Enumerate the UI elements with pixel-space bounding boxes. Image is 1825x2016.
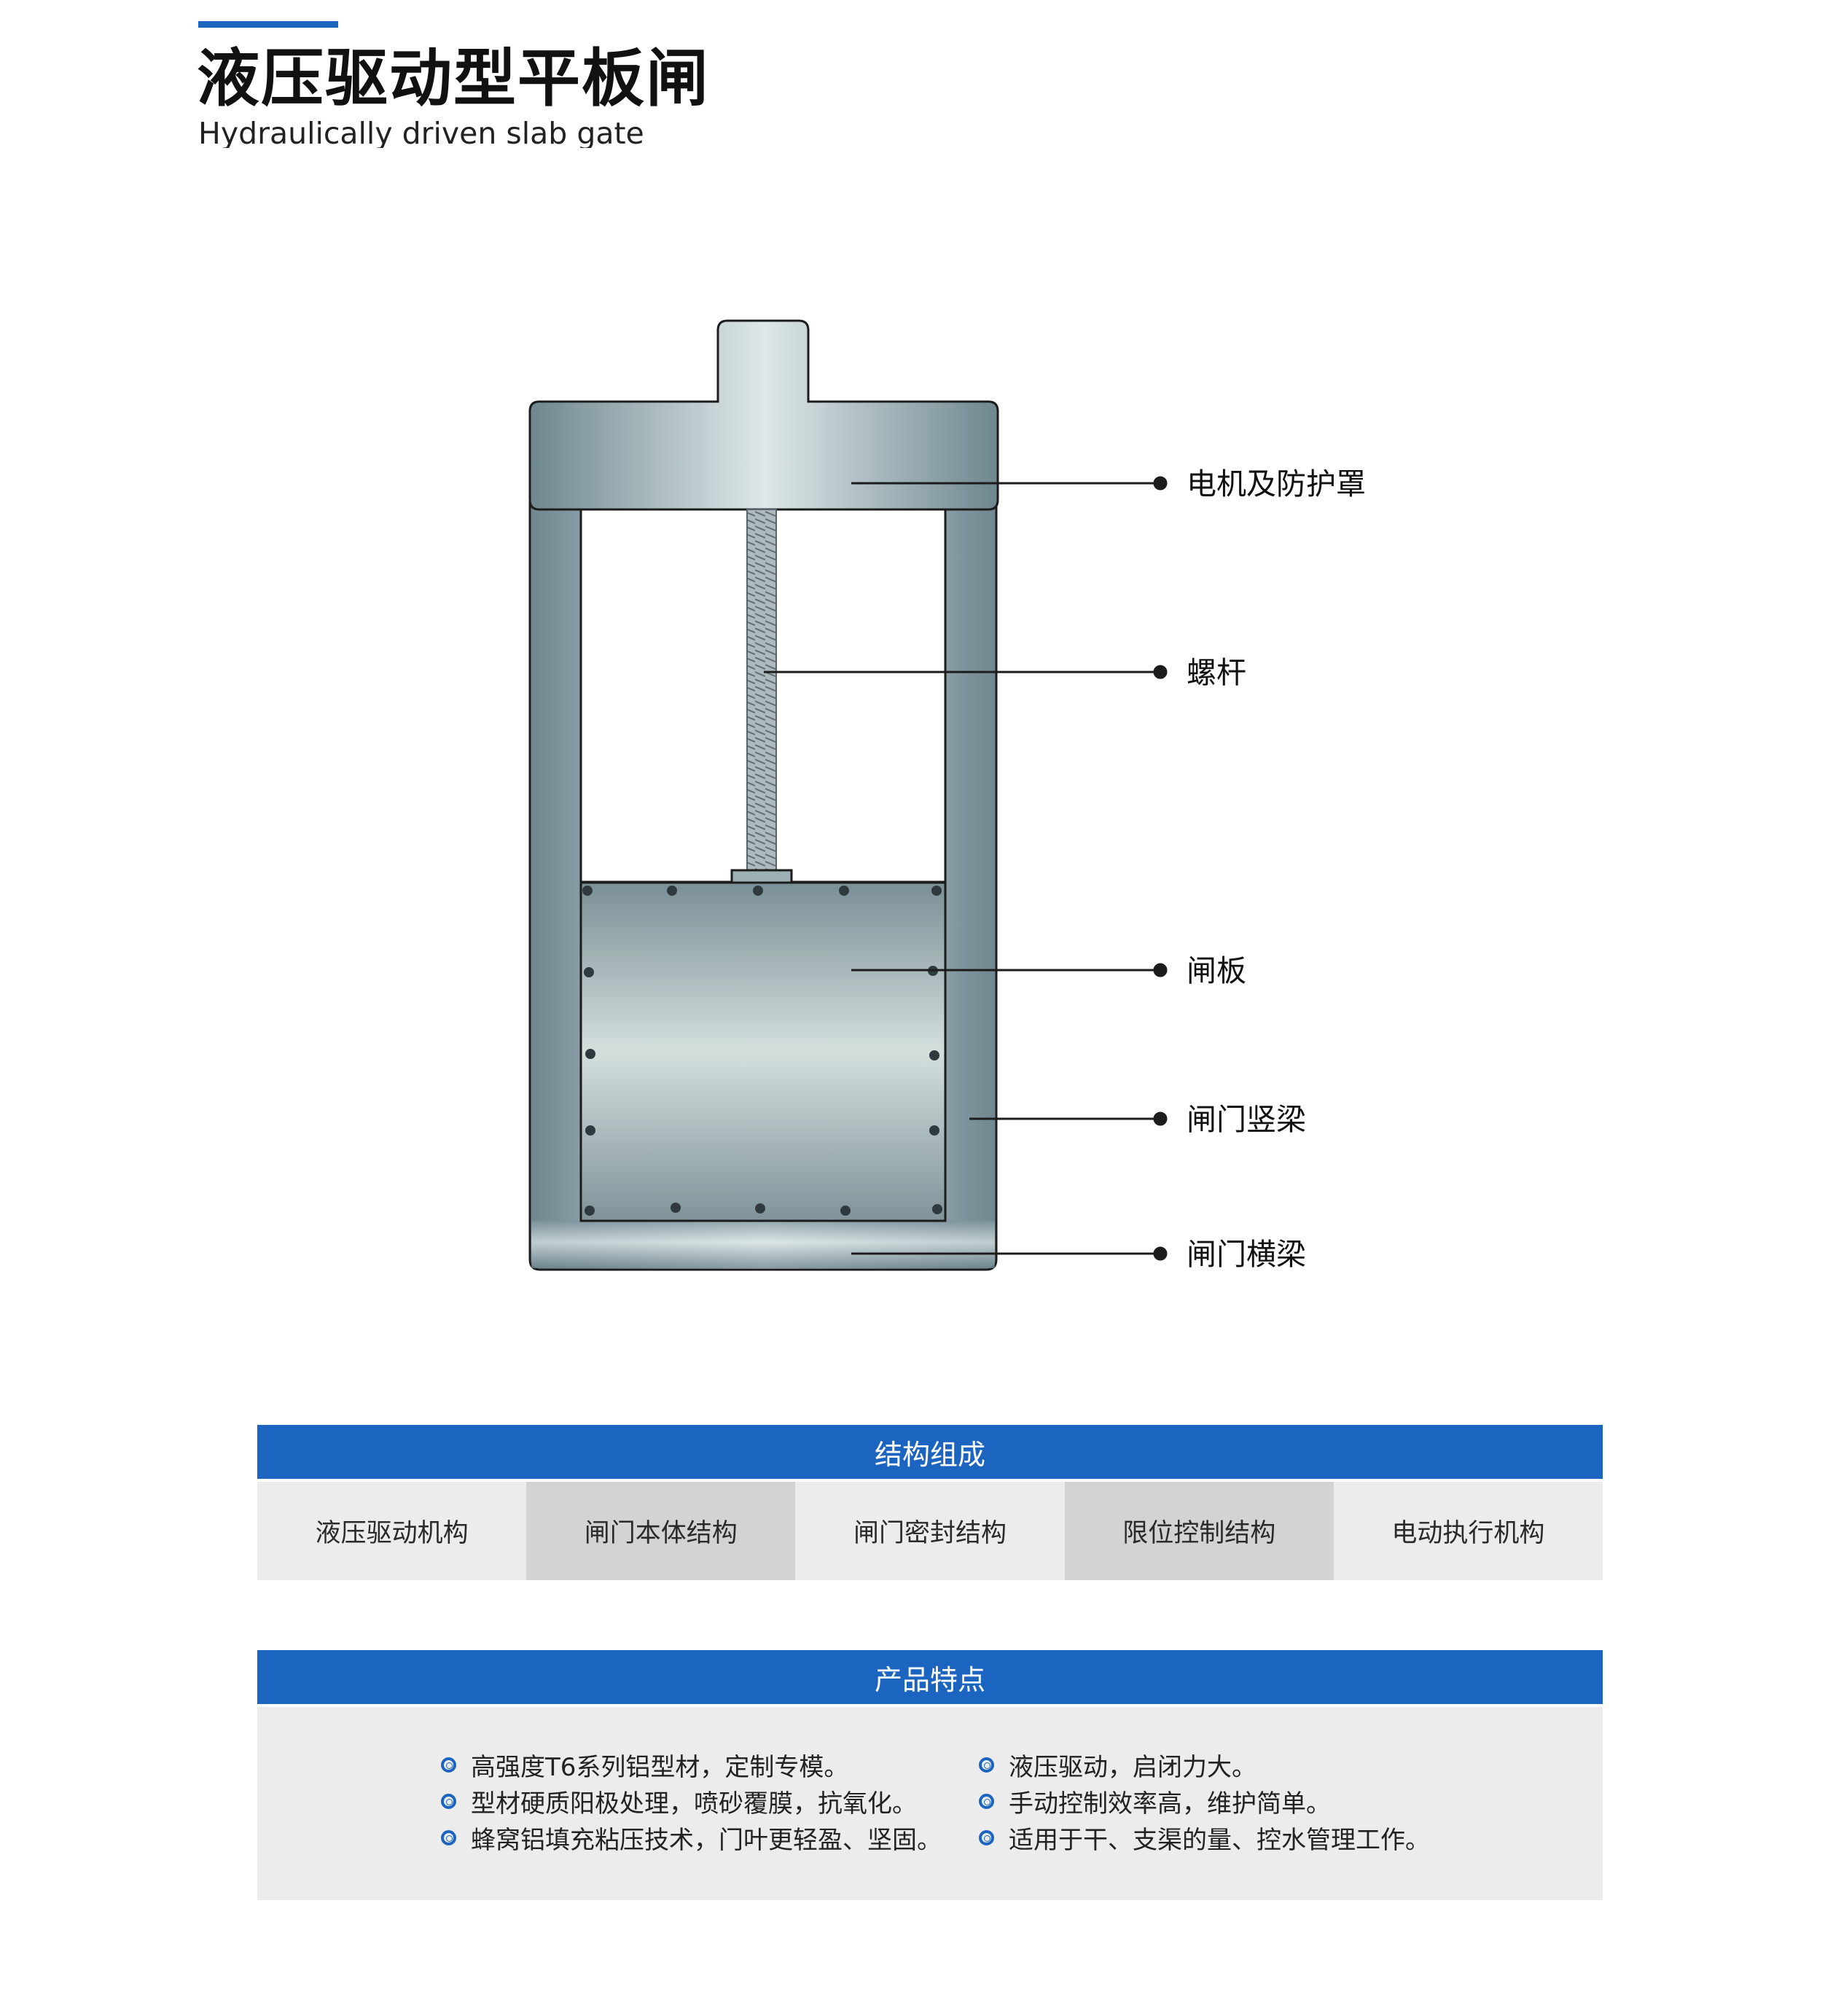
bullet-ring-icon: [979, 1793, 994, 1809]
callout-leaders: [764, 476, 1168, 1261]
callout-screw-rod: 螺杆: [1187, 655, 1246, 690]
structure-list: 液压驱动机构 闸门本体结构 闸门密封结构 限位控制结构 电动执行机构: [257, 1482, 1603, 1580]
gate-diagram: 电机及防护罩 螺杆 闸板 闸门竖梁 闸门横梁: [528, 319, 1366, 1272]
feature-item: 手动控制效率高，维护简单。: [979, 1783, 1430, 1819]
callout-gate-plate: 闸板: [1187, 953, 1246, 988]
structure-item: 电动执行机构: [1333, 1482, 1603, 1580]
bullet-ring-icon: [441, 1793, 456, 1809]
callout-vertical-beam: 闸门竖梁: [1187, 1102, 1306, 1137]
callout-horizontal-beam: 闸门横梁: [1187, 1237, 1306, 1272]
callout-motor-housing: 电机及防护罩: [1187, 466, 1366, 501]
structure-item: 闸门密封结构: [795, 1482, 1065, 1580]
features-body: 高强度T6系列铝型材，定制专模。 型材硬质阳极处理，喷砂覆膜，抗氧化。 蜂窝铝填…: [257, 1707, 1603, 1900]
structure-item: 液压驱动机构: [257, 1482, 527, 1580]
gate-plate: [579, 881, 947, 1222]
bullet-ring-icon: [979, 1829, 994, 1845]
structure-item: 闸门本体结构: [526, 1482, 796, 1580]
features-left-column: 高强度T6系列铝型材，定制专模。 型材硬质阳极处理，喷砂覆膜，抗氧化。 蜂窝铝填…: [441, 1746, 942, 1856]
feature-item: 型材硬质阳极处理，喷砂覆膜，抗氧化。: [441, 1783, 942, 1819]
feature-item: 适用于干、支渠的量、控水管理工作。: [979, 1819, 1430, 1856]
bottom-beam: [531, 1221, 995, 1268]
bullet-ring-icon: [979, 1757, 994, 1773]
feature-item: 高强度T6系列铝型材，定制专模。: [441, 1746, 942, 1783]
features-heading: 产品特点: [257, 1650, 1603, 1704]
structure-heading: 结构组成: [257, 1425, 1603, 1479]
page-subtitle: Hydraulically driven slab gate: [198, 119, 644, 148]
features-right-column: 液压驱动，启闭力大。 手动控制效率高，维护简单。 适用于干、支渠的量、控水管理工…: [979, 1746, 1430, 1856]
title-accent-bar: [198, 21, 338, 28]
feature-item: 液压驱动，启闭力大。: [979, 1746, 1430, 1783]
features-panel: 产品特点 高强度T6系列铝型材，定制专模。 型材硬质阳极处理，喷砂覆膜，抗氧化。…: [257, 1650, 1603, 1900]
motor-housing: [528, 319, 999, 511]
feature-text: 高强度T6系列铝型材，定制专模。: [471, 1752, 849, 1782]
bullet-ring-icon: [441, 1829, 456, 1845]
bullet-ring-icon: [441, 1757, 456, 1773]
feature-text: 蜂窝铝填充粘压技术，门叶更轻盈、坚固。: [471, 1825, 942, 1855]
structure-panel: 结构组成 液压驱动机构 闸门本体结构 闸门密封结构 限位控制结构 电动执行机构: [257, 1425, 1603, 1580]
rod-nut: [730, 869, 793, 885]
page-title: 液压驱动型平板闸: [197, 42, 710, 115]
feature-text: 液压驱动，启闭力大。: [1009, 1752, 1257, 1782]
feature-text: 型材硬质阳极处理，喷砂覆膜，抗氧化。: [471, 1789, 917, 1818]
feature-item: 蜂窝铝填充粘压技术，门叶更轻盈、坚固。: [441, 1819, 942, 1856]
feature-text: 手动控制效率高，维护简单。: [1009, 1789, 1331, 1818]
feature-text: 适用于干、支渠的量、控水管理工作。: [1009, 1825, 1430, 1855]
plate-rivets: [582, 886, 942, 1216]
screw-rod: [746, 509, 777, 871]
structure-item: 限位控制结构: [1064, 1482, 1334, 1580]
